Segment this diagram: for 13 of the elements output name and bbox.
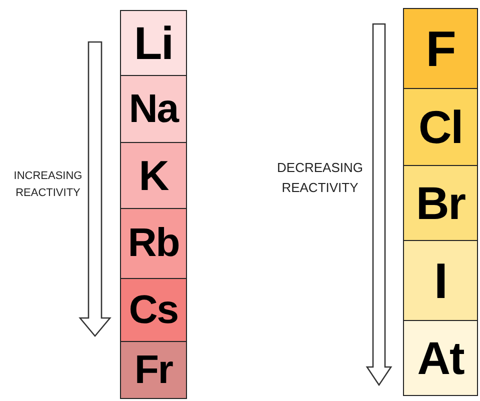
element-tile: K (120, 142, 187, 209)
element-tile: At (403, 320, 478, 396)
element-tile: Cs (120, 278, 187, 342)
reactivity-label: DECREASING REACTIVITY (276, 159, 364, 196)
element-tile: Li (120, 10, 187, 76)
reactivity-label: INCREASING REACTIVITY (12, 169, 84, 200)
element-tile: Br (403, 165, 478, 241)
element-tile: Rb (120, 208, 187, 279)
element-tile: Na (120, 75, 187, 143)
element-tile: Cl (403, 88, 478, 166)
element-tile: Fr (120, 341, 187, 399)
element-tile: F (403, 8, 478, 89)
element-tile: I (403, 240, 478, 321)
